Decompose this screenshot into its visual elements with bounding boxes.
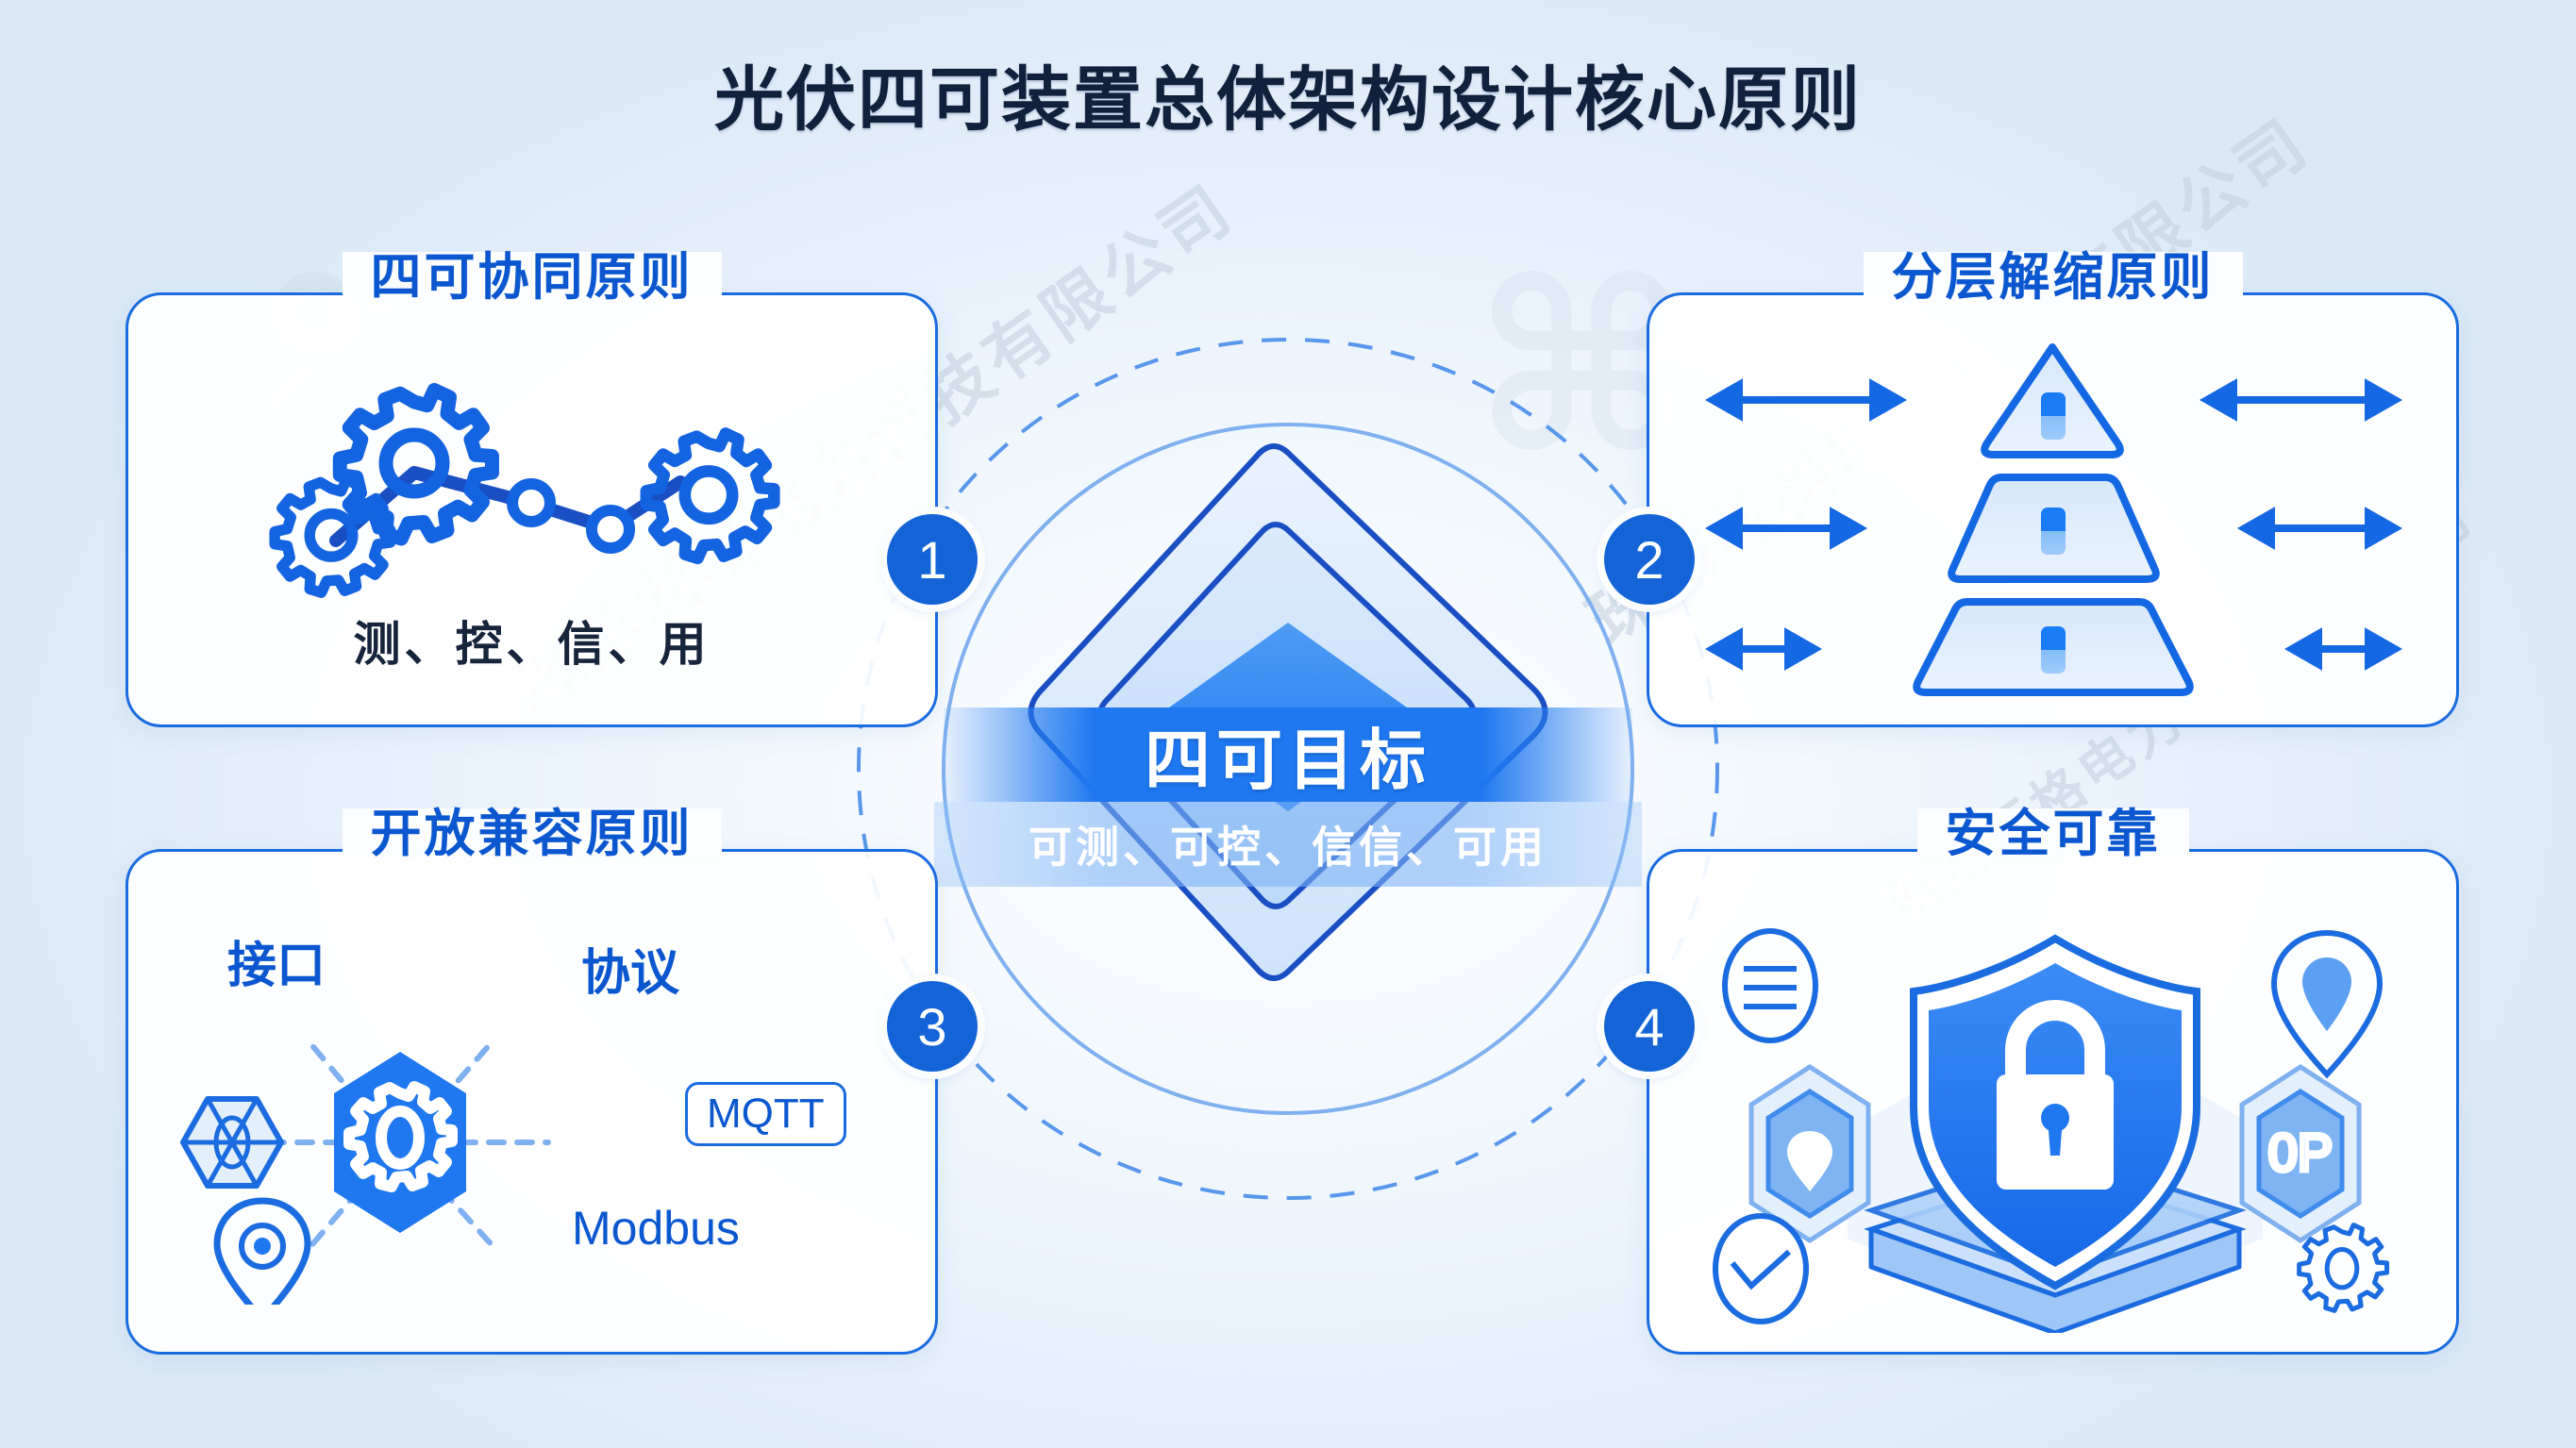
card-layered-decoupling[interactable]: 分层解缩原则 — [1647, 252, 2459, 727]
gear-icon — [2297, 1223, 2390, 1313]
step-badge-1[interactable]: 1 — [887, 514, 978, 605]
card-four-capability-synergy[interactable]: 四可协同原则 测、控、信、用 — [125, 252, 938, 727]
center-subtitle-bar: 可测、可控、信信、可用 — [934, 802, 1642, 887]
card-title: 开放兼容原则 — [342, 808, 722, 859]
label-modbus: Modbus — [572, 1202, 740, 1255]
gears-network-icon — [269, 383, 780, 598]
card-open-compatibility[interactable]: 开放兼容原则 接口 协议 MQTT Modbus — [125, 808, 938, 1355]
label-protocol: 协议 — [581, 946, 680, 1001]
label-interface: 接口 — [227, 939, 326, 993]
step-badge-3[interactable]: 3 — [887, 981, 978, 1072]
location-pin-icon — [2270, 929, 2384, 1079]
shield-lock-icon: 0P — [1713, 928, 2390, 1333]
page-title: 光伏四可装置总体架构设计核心原则 — [714, 60, 1862, 139]
hexagon-gear-hub-icon — [180, 1040, 551, 1305]
layered-pyramid-icon — [1704, 343, 2403, 696]
label-mqtt: MQTT — [685, 1082, 846, 1146]
card-title: 四可协同原则 — [342, 252, 722, 303]
card-title: 分层解缩原则 — [1863, 252, 2243, 303]
center-subtitle: 可测、可控、信信、可用 — [1029, 823, 1547, 872]
wave-icon — [1713, 1213, 1809, 1324]
step-badge-4[interactable]: 4 — [1604, 981, 1695, 1072]
card-security-reliability[interactable]: 安全可靠 — [1647, 808, 2459, 1355]
center-graphic: 四可目标 可测、可控、信信、可用 — [906, 311, 1670, 1160]
center-title-banner: 四可目标 — [944, 707, 1632, 802]
center-title: 四可目标 — [1145, 723, 1431, 797]
list-icon — [1722, 928, 1818, 1043]
card-caption: 测、控、信、用 — [353, 618, 711, 671]
card-title: 安全可靠 — [1916, 808, 2189, 859]
step-badge-2[interactable]: 2 — [1604, 514, 1695, 605]
hexagon-0p-label: 0P — [2268, 1123, 2333, 1182]
